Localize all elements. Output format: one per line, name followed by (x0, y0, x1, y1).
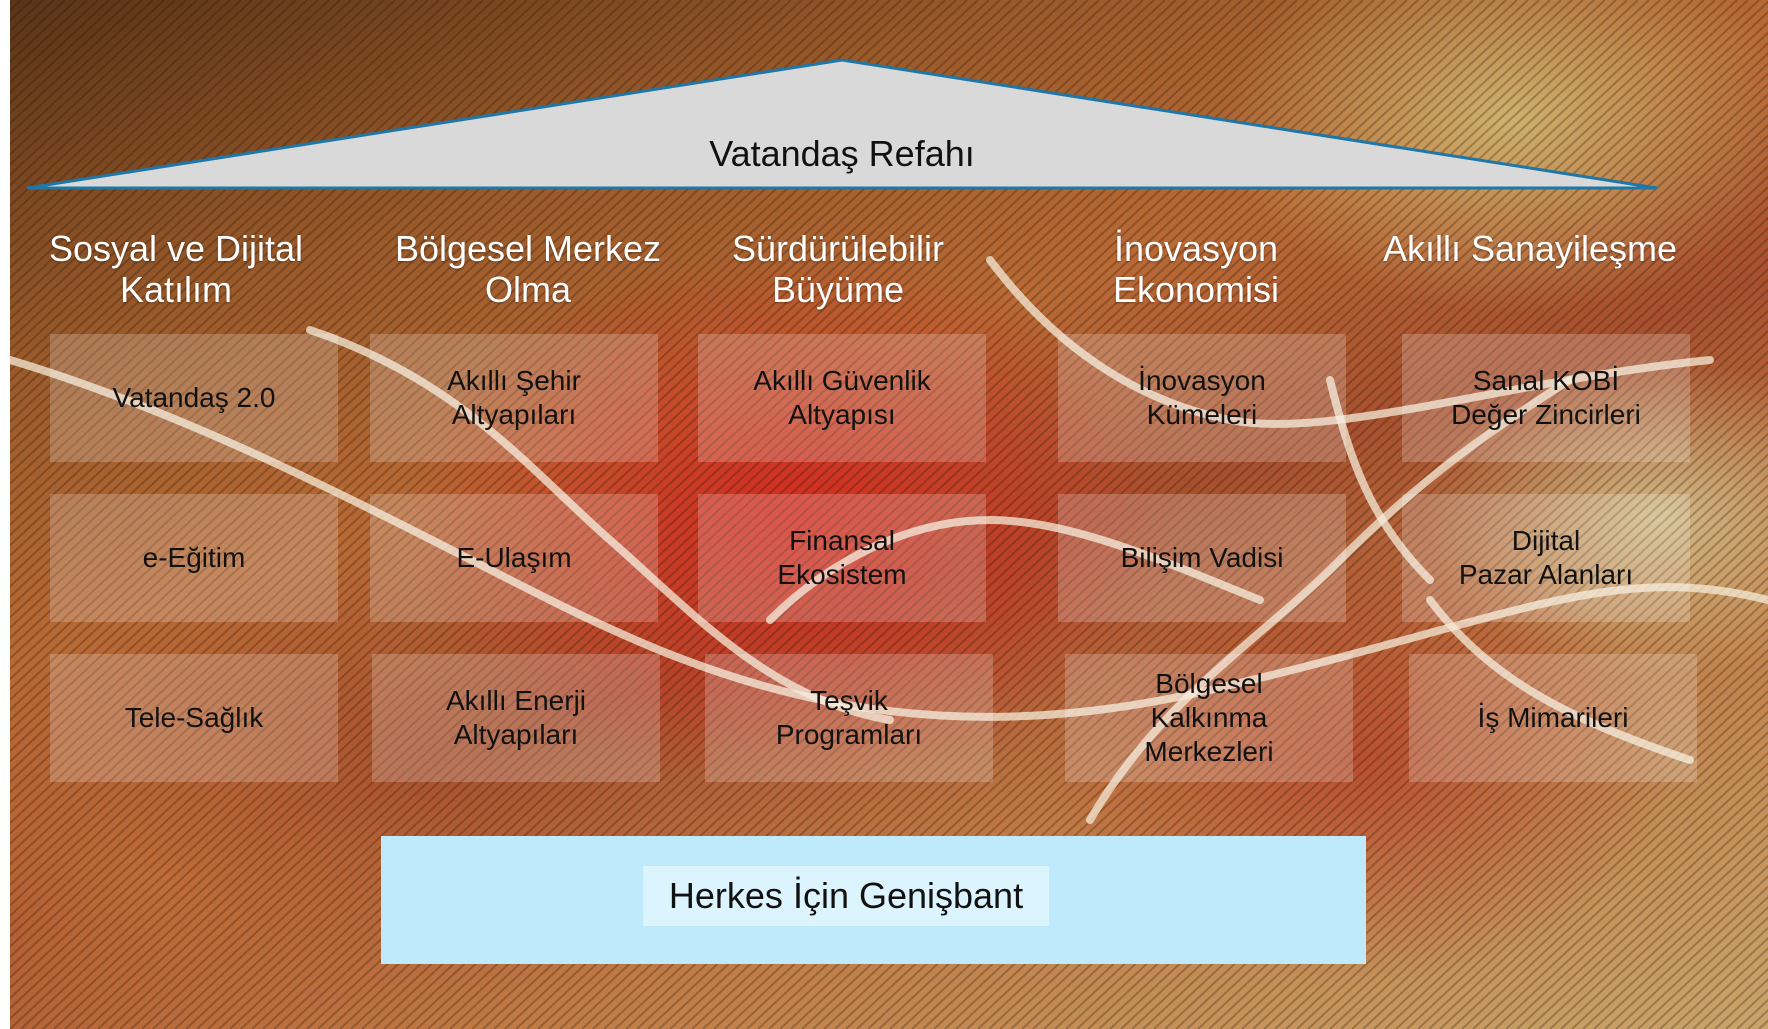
foundation-label-box: Herkes İçin Genişbant (643, 866, 1049, 926)
pillar-1-box-3: Tele-Sağlık (50, 654, 338, 782)
pillar-2-box-3: Akıllı Enerji Altyapıları (372, 654, 660, 782)
pillar-title-5: Akıllı Sanayileşme (1382, 228, 1678, 269)
pillar-title-1: Sosyal ve Dijital Katılım (48, 228, 304, 310)
pillar-3-box-1: Akıllı Güvenlik Altyapısı (698, 334, 986, 462)
roof-shape (26, 58, 1658, 190)
roof-label: Vatandaş Refahı (709, 133, 975, 174)
pillar-2-box-1: Akıllı Şehir Altyapıları (370, 334, 658, 462)
slide-canvas: Vatandaş Refahı Sosyal ve Dijital Katılı… (10, 0, 1768, 1029)
background-road-6 (1426, 596, 1694, 764)
pillar-5-box-3: İş Mimarileri (1409, 654, 1697, 782)
pillar-3-box-3: Teşvik Programları (705, 654, 993, 782)
background-road-2 (306, 326, 894, 724)
background-road-4 (1086, 376, 1574, 824)
pillar-5-box-1: Sanal KOBİ Değer Zincirleri (1402, 334, 1690, 462)
roof-triangle (26, 58, 1658, 190)
background-road-3 (986, 256, 1714, 429)
pillar-4-box-3: Bölgesel Kalkınma Merkezleri (1065, 654, 1353, 782)
foundation-label: Herkes İçin Genişbant (668, 875, 1024, 916)
pillar-title-4: İnovasyon Ekonomisi (1112, 228, 1280, 310)
pillar-4-box-1: İnovasyon Kümeleri (1058, 334, 1346, 462)
background-road-7 (1326, 376, 1434, 584)
pillar-1-box-1: Vatandaş 2.0 (50, 334, 338, 462)
pillar-2-box-2: E-Ulaşım (370, 494, 658, 622)
pillar-1-box-2: e-Eğitim (50, 494, 338, 622)
pillar-4-box-2: Bilişim Vadisi (1058, 494, 1346, 622)
pillar-3-box-2: Finansal Ekosistem (698, 494, 986, 622)
pillar-title-3: Sürdürülebilir Büyüme (731, 228, 945, 310)
pillar-5-box-2: Dijital Pazar Alanları (1402, 494, 1690, 622)
pillar-title-2: Bölgesel Merkez Olma (394, 228, 662, 310)
background-road-5 (766, 515, 1264, 624)
